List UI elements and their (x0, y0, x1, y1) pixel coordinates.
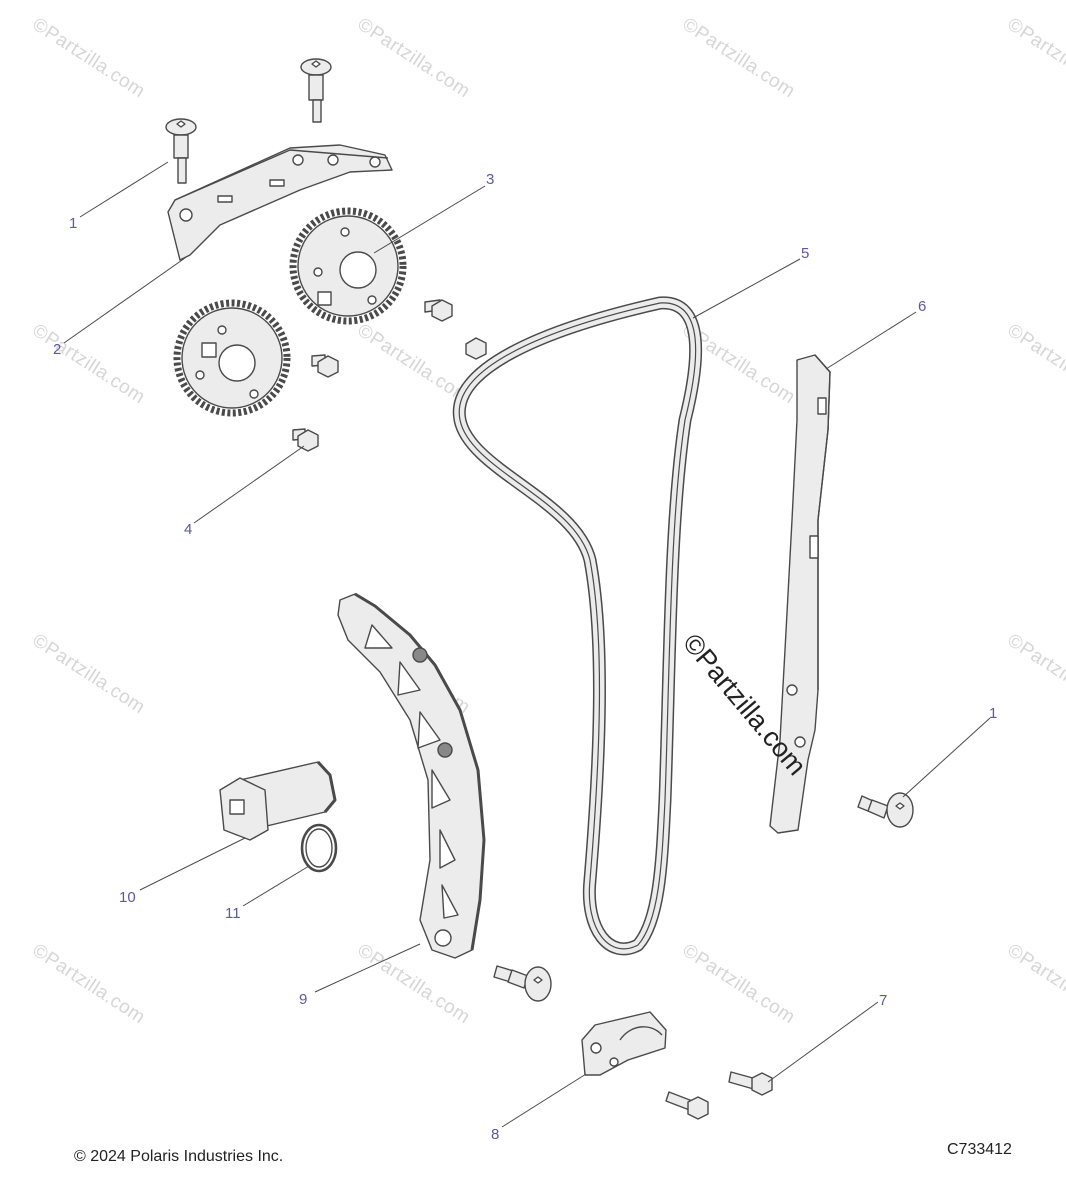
leader-line (825, 311, 917, 370)
callout-1-right[interactable]: 1 (989, 705, 997, 722)
callout-7[interactable]: 7 (879, 992, 887, 1009)
guide-bolt-top-right[interactable] (300, 58, 332, 123)
sprocket-bolt[interactable] (311, 354, 339, 378)
callout-4[interactable]: 4 (184, 521, 192, 538)
callout-6[interactable]: 6 (918, 298, 926, 315)
sprocket-bolt[interactable] (465, 337, 487, 360)
leader-line (193, 445, 305, 524)
callout-8[interactable]: 8 (491, 1126, 499, 1143)
leader-lines (63, 161, 991, 1128)
leader-line (63, 257, 186, 344)
callout-5[interactable]: 5 (801, 245, 809, 262)
camshaft-sprocket-lower[interactable] (173, 299, 291, 417)
guide-bolt-right[interactable] (857, 792, 914, 828)
callout-2[interactable]: 2 (53, 341, 61, 358)
leader-line (314, 943, 421, 993)
callout-9[interactable]: 9 (299, 991, 307, 1008)
leader-line (692, 258, 801, 319)
chain-guide-bracket[interactable] (581, 1011, 667, 1076)
leader-line (501, 1073, 587, 1128)
camshaft-sprocket-upper[interactable] (289, 207, 407, 325)
leader-line (242, 865, 310, 907)
sprocket-bolt[interactable] (424, 299, 453, 322)
timing-chain[interactable] (452, 296, 703, 956)
drawing-id: C733412 (947, 1141, 1012, 1158)
callout-10[interactable]: 10 (119, 889, 136, 906)
leader-line (139, 837, 246, 891)
chain-tensioner[interactable] (219, 760, 337, 841)
o-ring[interactable] (300, 823, 338, 873)
upper-chain-guide[interactable] (167, 144, 393, 261)
pivot-bolt[interactable] (493, 965, 552, 1002)
leader-line (373, 185, 486, 254)
callout-11[interactable]: 11 (225, 905, 241, 922)
sprocket-bolt[interactable] (292, 428, 319, 452)
guide-bolt-top-left[interactable] (165, 118, 197, 184)
guide-mount-bolt[interactable] (665, 1091, 709, 1120)
callout-1[interactable]: 1 (69, 215, 77, 232)
leader-line (767, 1001, 879, 1083)
callout-labels: 1 2 3 4 5 6 1 7 8 9 10 11 (53, 171, 997, 1143)
guide-mount-bolt[interactable] (728, 1071, 773, 1096)
leader-line (79, 161, 169, 218)
copyright-notice: © 2024 Polaris Industries Inc. (74, 1148, 284, 1165)
leader-line (902, 717, 991, 798)
fixed-chain-guide[interactable] (769, 354, 831, 834)
tensioner-guide[interactable] (337, 592, 486, 959)
callout-3[interactable]: 3 (486, 171, 494, 188)
